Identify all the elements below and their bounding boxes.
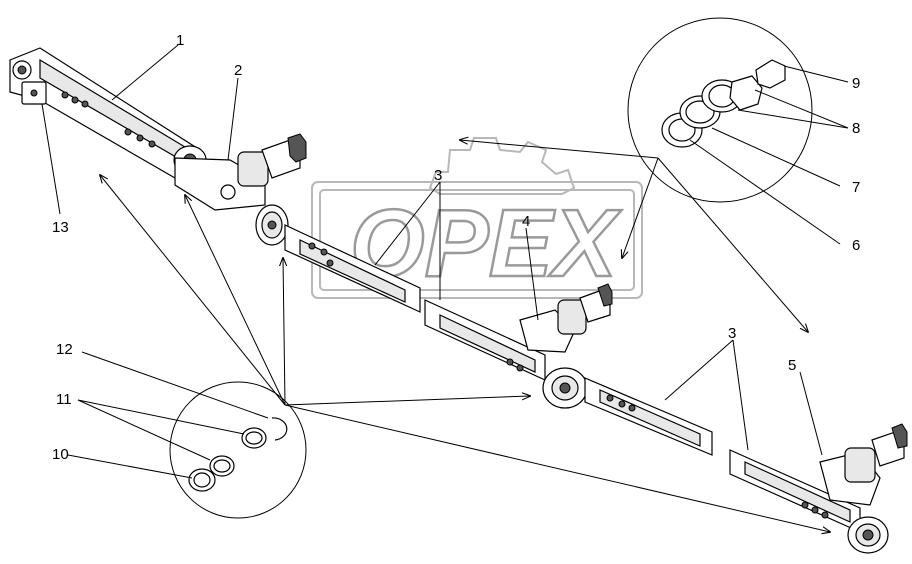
bracket-5 [819, 423, 908, 554]
leader-lines [41, 44, 849, 479]
callout-9: 9 [852, 75, 860, 92]
assembly-arrows [100, 140, 830, 532]
callout-11: 11 [56, 391, 72, 408]
callout-6: 6 [852, 237, 860, 254]
hinge-joint-left [255, 204, 289, 246]
callout-13: 13 [52, 219, 69, 236]
callout-3-right: 3 [728, 325, 736, 342]
callout-3-left: 3 [434, 167, 442, 184]
detail-view-fitting [627, 17, 813, 203]
callout-7: 7 [852, 179, 860, 196]
callout-10: 10 [52, 446, 69, 463]
callout-4: 4 [522, 213, 530, 230]
watermark-gear [428, 137, 576, 195]
detail-view-rings [169, 381, 307, 519]
callout-5: 5 [788, 357, 796, 374]
callout-8: 8 [852, 120, 860, 137]
watermark-frame-inner [319, 189, 635, 291]
rail-bolts-1 [61, 91, 156, 148]
callout-labels: 1 2 3 4 3 5 6 7 8 9 10 11 12 13 [52, 32, 860, 463]
callout-2: 2 [234, 62, 242, 79]
rail-segment-3b [584, 377, 713, 456]
hinge-joint-centre [542, 367, 588, 409]
bracket-2 [174, 133, 307, 211]
callout-1: 1 [176, 32, 184, 49]
callout-12: 12 [56, 341, 73, 358]
rail-segment-3a [284, 224, 421, 313]
